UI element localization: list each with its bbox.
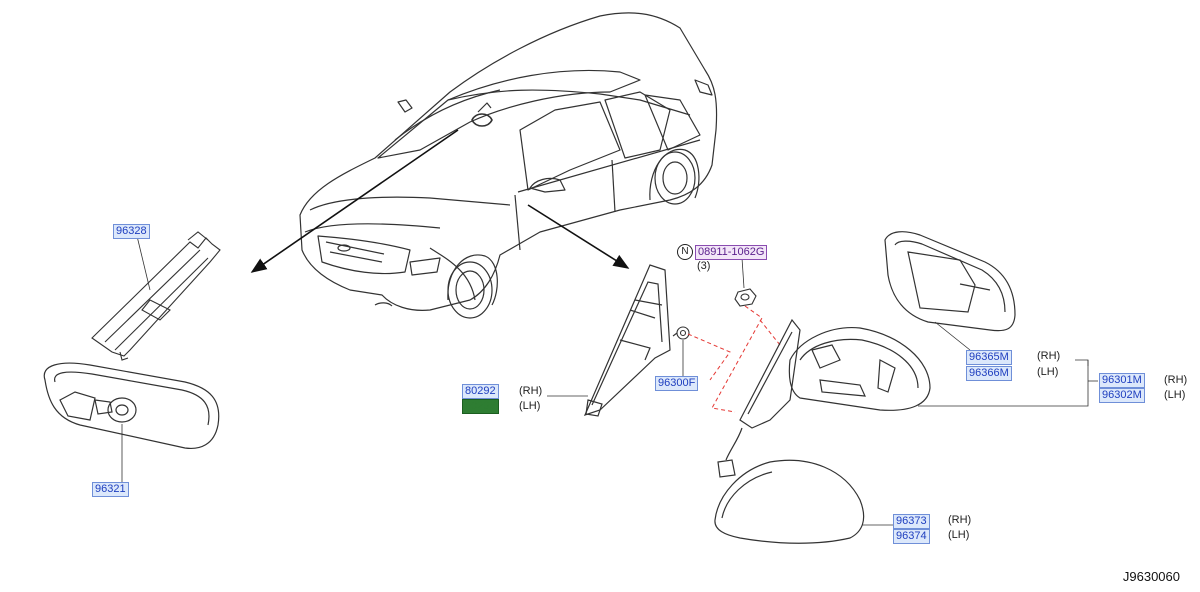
side-tag-rh-96373: (RH): [948, 514, 972, 526]
rearview-mirror-96321: [43, 362, 220, 450]
n-symbol: N: [677, 244, 693, 260]
pointer-arrows: [250, 129, 630, 273]
side-tag-lh-96374: (LH): [948, 529, 970, 541]
part-label-96373[interactable]: 96373: [893, 514, 930, 529]
part-label-96301M[interactable]: 96301M: [1099, 373, 1145, 388]
leader-96328: [136, 235, 151, 291]
mirror-cover-96373: [714, 459, 865, 544]
part-label-96300F[interactable]: 96300F: [655, 376, 699, 391]
mirror-bracket-96328: [91, 231, 221, 361]
vehicle-illustration: [299, 12, 718, 319]
part-label-96328[interactable]: 96328: [113, 224, 150, 239]
part-label-96365M[interactable]: 96365M: [966, 350, 1012, 365]
grommet-96300F: [672, 326, 690, 340]
part-label-96366M[interactable]: 96366M: [966, 366, 1012, 381]
side-tag-lh-80293: (LH): [519, 400, 541, 412]
part-label-96321[interactable]: 96321: [92, 482, 129, 497]
quantity-note: (3): [697, 260, 711, 272]
part-label-96302M[interactable]: 96302M: [1099, 388, 1145, 403]
nut-08911: [734, 288, 757, 307]
bracket-96301M: [918, 359, 1098, 407]
alignment-dashes: [687, 305, 781, 413]
leader-96365M: [934, 321, 971, 351]
part-label-80292[interactable]: 80292: [462, 384, 499, 399]
triangle-cover-80292: [583, 264, 671, 417]
side-tag-rh-80292: (RH): [519, 385, 543, 397]
side-tag-lh-96366M: (LH): [1037, 366, 1059, 378]
door-mirror-96301M: [717, 318, 931, 478]
part-label-08911[interactable]: 08911-1062G: [695, 245, 768, 260]
leader-08911: [741, 257, 745, 289]
side-tag-rh-96301M: (RH): [1164, 374, 1188, 386]
diagram-code: J9630060: [1122, 569, 1180, 584]
part-label-96374[interactable]: 96374: [893, 529, 930, 544]
side-tag-rh-96365M: (RH): [1037, 350, 1061, 362]
part-label-80293[interactable]: 80293: [462, 399, 499, 414]
mirror-glass-96365M: [884, 231, 1016, 332]
side-tag-lh-96302M: (LH): [1164, 389, 1186, 401]
